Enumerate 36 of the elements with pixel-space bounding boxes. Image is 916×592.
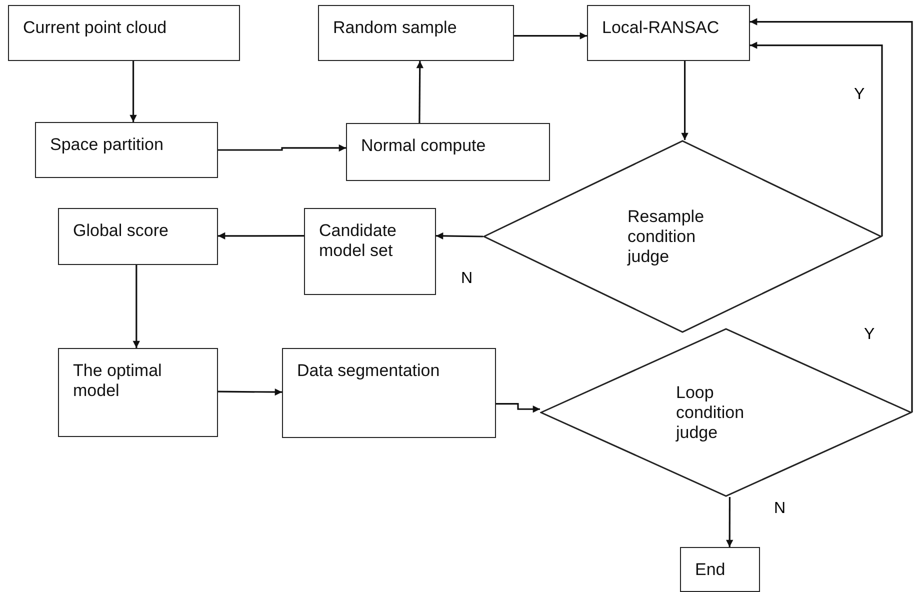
arrow [132, 265, 140, 348]
process-box [304, 208, 436, 295]
node-text: Space partition [50, 135, 164, 155]
decision-diamond [540, 328, 912, 497]
arrow [416, 60, 424, 123]
node-text: Data segmentation [297, 361, 441, 381]
node-text: Current point cloud [23, 18, 168, 38]
node-text: Loop condition judge [676, 382, 746, 442]
arrow [750, 18, 913, 414]
process-box [58, 208, 218, 265]
arrow [218, 144, 346, 152]
arrow [218, 388, 282, 396]
process-box [680, 547, 760, 592]
node-text: Normal compute [361, 136, 487, 156]
node-text: Local-RANSAC [602, 18, 720, 38]
process-box [282, 348, 496, 438]
arrow [750, 42, 883, 238]
process-box [35, 122, 218, 178]
arrow [514, 32, 588, 40]
arrow [726, 497, 734, 548]
process-box [346, 123, 550, 181]
arrow [218, 232, 304, 240]
node-text: The optimal model [73, 361, 163, 401]
process-box [318, 5, 514, 61]
node-text: Candidate model set [319, 221, 398, 261]
node-text: End [695, 560, 726, 580]
arrow [436, 232, 484, 240]
arrow [130, 61, 137, 122]
arrow [496, 403, 540, 413]
process-box [58, 348, 218, 437]
node-text: Resample condition judge [628, 206, 706, 266]
node-text: Random sample [333, 18, 458, 38]
process-box [8, 5, 240, 61]
arrow [681, 61, 688, 140]
node-text: Global score [73, 221, 170, 241]
process-box [587, 5, 750, 61]
